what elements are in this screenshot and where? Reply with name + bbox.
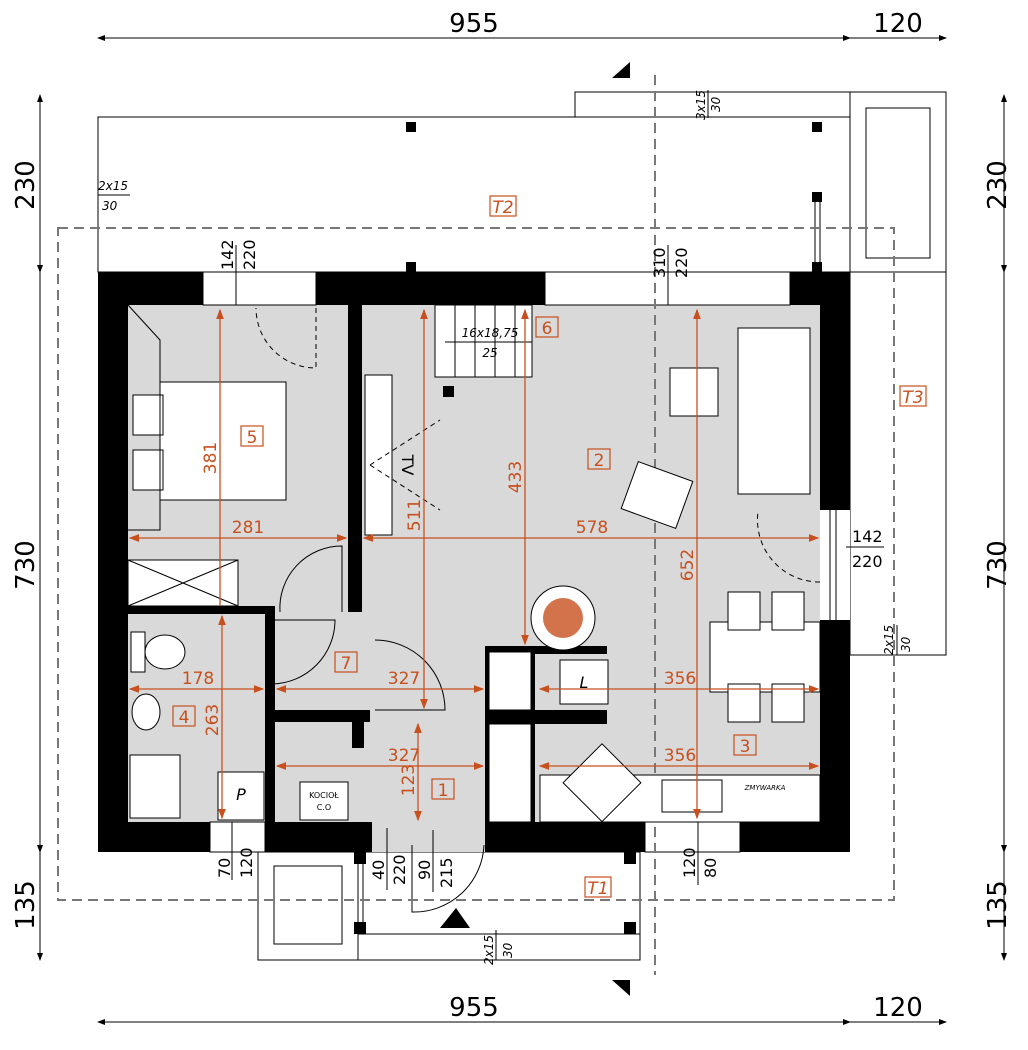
boiler-label-a: KOCIOŁ <box>309 791 339 800</box>
room-5-label: 5 <box>247 428 258 448</box>
living-window-width: 310 <box>650 247 669 278</box>
kitchen-width-dim: 356 <box>664 669 696 689</box>
living-window-height: 220 <box>672 247 691 278</box>
terrace-t2: T2 2x15 30 3x15 30 <box>97 90 851 273</box>
dishwasher-label: ZMYWARKA <box>744 784 786 792</box>
room-4-label: 4 <box>179 708 190 728</box>
bed-window-height: 220 <box>240 239 259 270</box>
t1-step-count: 2x15 <box>482 935 496 965</box>
bed-width-dim: 281 <box>232 518 264 538</box>
bed-window-width: 142 <box>218 239 237 270</box>
p-label: P <box>236 785 246 804</box>
entry-door-width: 90 <box>415 860 434 880</box>
building: 16x18,75 25 <box>57 62 895 996</box>
top-step-count: 3x15 <box>694 90 708 120</box>
tv-unit <box>364 374 393 536</box>
side-door-height: 220 <box>852 552 883 571</box>
room-3-label: 3 <box>740 737 751 757</box>
room-labels: 5 2 6 7 4 1 3 <box>172 316 757 801</box>
right-mid-dim: 730 <box>983 540 1013 590</box>
bed-height-dim: 381 <box>201 442 221 474</box>
t2-step-count: 2x15 <box>98 179 128 193</box>
room-1-label: 1 <box>438 781 449 801</box>
entry-window-width: 40 <box>369 860 388 880</box>
shower <box>129 754 181 819</box>
terrace-t2-label: T2 <box>492 198 513 218</box>
coffee-table <box>669 367 719 417</box>
bath-window-width: 70 <box>215 858 234 878</box>
terrace-t3-label: T3 <box>902 388 923 408</box>
toilet <box>144 634 186 670</box>
room-2-label: 2 <box>594 451 605 471</box>
living-height-dim-2: 433 <box>506 461 526 493</box>
boiler <box>299 781 349 821</box>
living-width-dim: 578 <box>576 518 608 538</box>
living-height-dim-1: 511 <box>405 499 425 531</box>
room1-width-dim: 327 <box>388 746 420 766</box>
opening-dimensions: 142 220 310 220 142 220 70 120 40 220 90… <box>215 239 884 892</box>
side-door-width: 142 <box>852 527 883 546</box>
dining-table <box>709 621 821 693</box>
fridge <box>559 659 609 705</box>
room-7-label: 7 <box>341 654 352 674</box>
t1-step-depth: 30 <box>501 942 515 958</box>
t3-step-depth: 30 <box>899 636 913 652</box>
room-dimensions: 381 281 578 511 433 652 178 263 327 356 … <box>128 308 820 822</box>
boiler-label-b: C.O <box>317 803 331 812</box>
left-bottom-dim: 135 <box>11 880 41 930</box>
room1-height-dim: 123 <box>399 764 419 796</box>
roof-outline <box>57 227 895 901</box>
top-step-depth: 30 <box>709 96 723 112</box>
left-mid-dim: 730 <box>11 540 41 590</box>
sofa <box>737 327 811 495</box>
bed <box>159 381 287 501</box>
entry-window-height: 220 <box>390 854 409 885</box>
bath-width-dim: 178 <box>182 669 214 689</box>
top-width-dim: 955 <box>449 9 499 39</box>
right-bottom-dim: 135 <box>983 880 1013 930</box>
t3-step-count: 2x15 <box>882 625 896 655</box>
tv-label: TV <box>398 454 417 476</box>
sink <box>661 779 723 813</box>
bottom-width-dim: 955 <box>449 993 499 1023</box>
stairs: 16x18,75 25 <box>434 304 533 397</box>
living-height-dim-3: 652 <box>678 549 698 581</box>
entry-door-height: 215 <box>437 857 456 888</box>
bath-height-dim: 263 <box>203 704 223 736</box>
bottom-right-dim: 120 <box>873 993 923 1023</box>
fridge-label: L <box>580 673 589 692</box>
kitchen-window-width: 120 <box>680 847 699 878</box>
terrace-t1: T1 2x15 30 <box>257 851 641 965</box>
left-top-dim: 230 <box>11 160 41 210</box>
terrace-t1-label: T1 <box>587 879 608 899</box>
armchair <box>620 460 694 530</box>
bath-window-height: 120 <box>237 847 256 878</box>
top-right-dim: 120 <box>873 9 923 39</box>
right-top-dim: 230 <box>983 160 1013 210</box>
room-6-label: 6 <box>542 319 553 339</box>
stair-size: 16x18,75 <box>462 326 519 340</box>
hall-width-dim: 327 <box>388 669 420 689</box>
overall-dimensions: 955 120 955 120 230 730 135 230 730 135 <box>11 9 1013 1025</box>
kitchen-window-height: 80 <box>701 858 720 878</box>
washbasin <box>131 693 161 731</box>
stair-tread: 25 <box>482 346 497 360</box>
room3-width-dim: 356 <box>664 746 696 766</box>
t2-step-depth: 30 <box>102 199 118 213</box>
